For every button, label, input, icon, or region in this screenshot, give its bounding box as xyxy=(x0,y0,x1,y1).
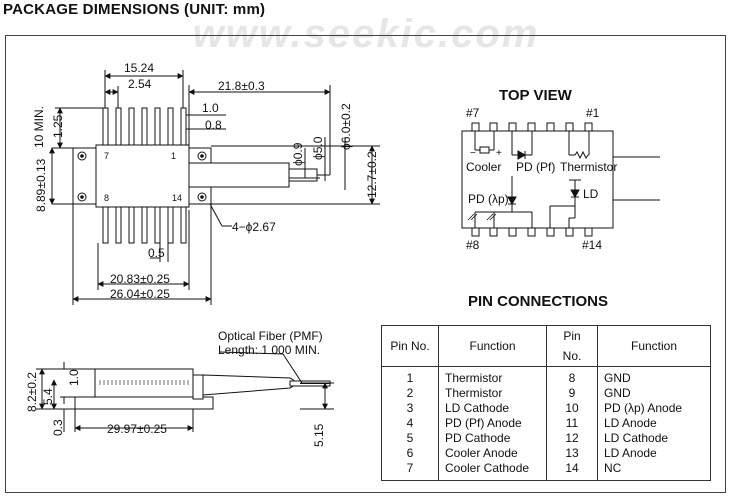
top-view-title: TOP VIEW xyxy=(499,87,572,104)
watermark: www.seekic.com xyxy=(192,12,540,56)
pin-function: Thermistor xyxy=(438,366,547,386)
fiber-snout xyxy=(188,162,290,188)
pin-connections-table: Pin No. Function Pin No. Function 1 Ther… xyxy=(381,325,711,481)
top-leads xyxy=(102,107,187,149)
dim-26-04: 26.04±0.25 xyxy=(110,287,170,301)
table-header-row: Pin No. Function Pin No. Function xyxy=(381,325,711,367)
pin-number: 10 xyxy=(546,401,598,416)
column-header-pin-no-2: Pin No. xyxy=(546,325,598,367)
dim-1-0: 1.0 xyxy=(202,101,219,115)
dim-20-83: 20.83±0.25 xyxy=(110,272,170,286)
pin-label-7: 7 xyxy=(104,151,109,161)
dim-21-8: 21.8±0.3 xyxy=(218,79,265,93)
pin-function: GND xyxy=(597,386,711,401)
bottom-leads xyxy=(102,204,187,244)
table-row: 1 Thermistor 8 GND xyxy=(381,366,711,386)
page-title: PACKAGE DIMENSIONS (UNIT: mm) xyxy=(3,1,266,18)
dim-phi-5-0: ϕ5.0 xyxy=(311,136,325,160)
pin-number: 9 xyxy=(546,386,598,401)
pin-number: 12 xyxy=(546,431,598,446)
dim-8-89: 8.89±0.13 xyxy=(34,158,48,212)
column-header-function-2: Function xyxy=(597,325,711,367)
pin-label-8: 8 xyxy=(104,193,109,203)
table-row: 2 Thermistor 9 GND xyxy=(381,386,711,401)
dim-phi-6-0: ϕ6.0±0.2 xyxy=(339,103,353,150)
pin-number: 3 xyxy=(381,401,439,416)
pin-function: NC xyxy=(597,461,711,481)
pin-function: LD Anode xyxy=(597,416,711,431)
pin-function: GND xyxy=(597,366,711,386)
pin-number: 4 xyxy=(381,416,439,431)
pin-number: 14 xyxy=(546,461,598,481)
pin-number: 5 xyxy=(381,431,439,446)
pin-function: LD Cathode xyxy=(597,431,711,446)
pin-function: PD (Pf) Anode xyxy=(438,416,547,431)
pin-connections-title: PIN CONNECTIONS xyxy=(468,293,609,310)
package-body xyxy=(95,144,190,208)
table-row: 3 LD Cathode 10 PD (λp) Anode xyxy=(381,401,711,416)
pin-function: LD Cathode xyxy=(438,401,547,416)
pin-number: 2 xyxy=(381,386,439,401)
pin-number: 6 xyxy=(381,446,439,461)
pin-function: LD Anode xyxy=(597,446,711,461)
pin-function: Cooler Cathode xyxy=(438,461,547,481)
dim-phi-0-9: ϕ0.9 xyxy=(291,142,305,166)
table-row: 7 Cooler Cathode 14 NC xyxy=(381,461,711,481)
dim-15-24: 15.24 xyxy=(124,61,154,75)
pin-number: 11 xyxy=(546,416,598,431)
dim-12-7: 12.7±0.2 xyxy=(365,151,379,198)
column-header-function: Function xyxy=(438,325,547,367)
dim-0-8: 0.8 xyxy=(205,118,222,132)
table-row: 5 PD Cathode 12 LD Cathode xyxy=(381,431,711,446)
pin-function: PD (λp) Anode xyxy=(597,401,711,416)
column-header-pin-no: Pin No. xyxy=(381,325,439,367)
drawing-frame xyxy=(5,35,726,493)
pin-number: 1 xyxy=(381,366,439,386)
pin-function: PD Cathode xyxy=(438,431,547,446)
dim-0-5: 0.5 xyxy=(148,246,165,260)
pin-number: 8 xyxy=(546,366,598,386)
pin-number: 7 xyxy=(381,461,439,481)
pin-label-14: 14 xyxy=(172,193,182,203)
pin-number: 13 xyxy=(546,446,598,461)
pin-label-1: 1 xyxy=(171,151,176,161)
pin-function: Thermistor xyxy=(438,386,547,401)
table-row: 4 PD (Pf) Anode 11 LD Anode xyxy=(381,416,711,431)
dim-1-25: 1.25 xyxy=(51,114,65,138)
dim-holes: 4−ϕ2.67 xyxy=(232,220,276,234)
table-row: 6 Cooler Anode 13 LD Anode xyxy=(381,446,711,461)
dim-10-min: 10 MIN. xyxy=(32,106,46,148)
pin-function: Cooler Anode xyxy=(438,446,547,461)
dim-2-54: 2.54 xyxy=(128,77,152,91)
